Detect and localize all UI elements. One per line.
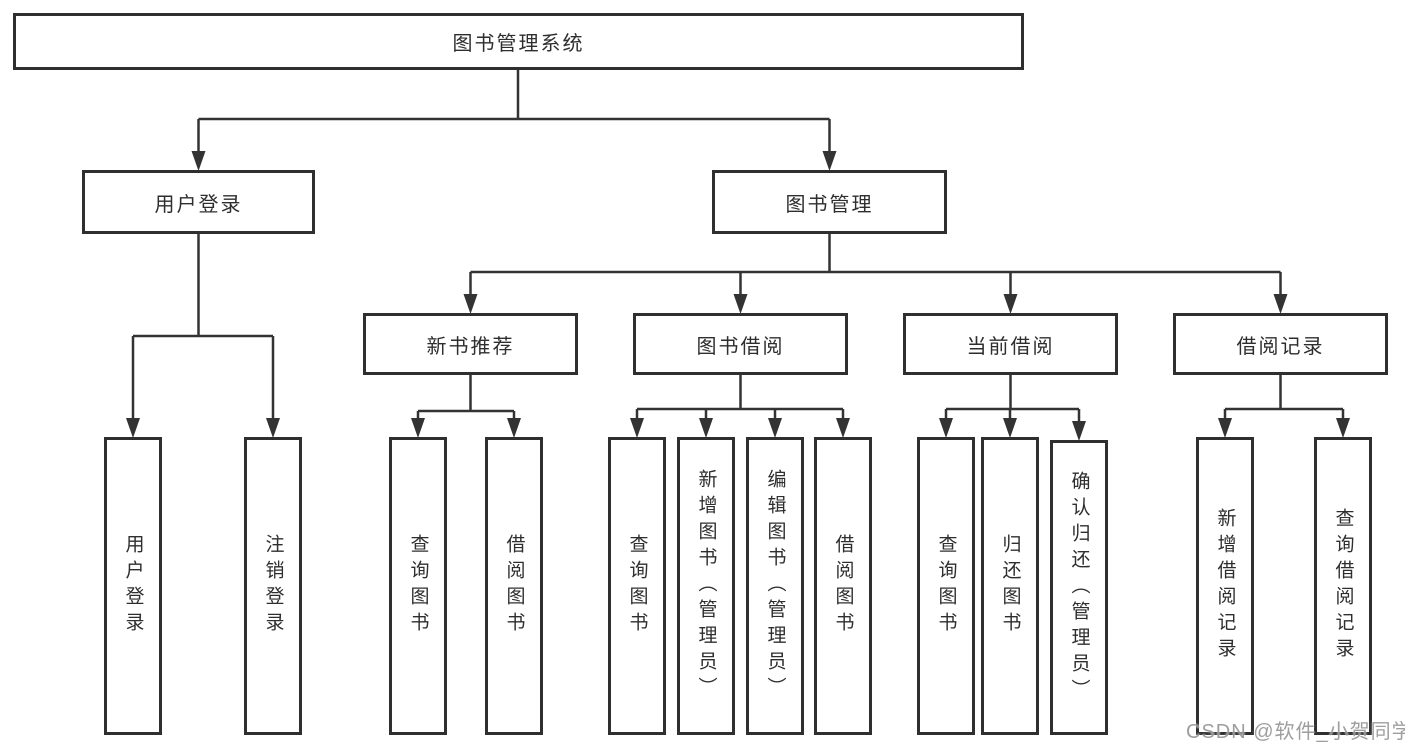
- node-new-book-recommend-label: 新书推荐: [426, 335, 515, 358]
- node-confirm-return-admin-label: 确认归还（管理员）: [1068, 470, 1090, 705]
- node-current-query-books: 查询图书: [917, 437, 975, 735]
- trunk-book-borrow: [637, 375, 843, 411]
- node-book-borrow: 图书借阅: [633, 313, 848, 375]
- csdn-watermark: CSDN @软件_小贺同学: [1186, 721, 1405, 743]
- trunk-borrow-records: [1225, 375, 1343, 411]
- node-return-books-label: 归还图书: [999, 534, 1021, 638]
- node-root-label: 图书管理系统: [452, 33, 585, 55]
- trunk-book-management: [470, 234, 1281, 274]
- node-login-action-label: 用户登录: [122, 534, 144, 638]
- node-recommend-borrow-books: 借阅图书: [485, 437, 543, 735]
- trunk-root: [198, 70, 830, 121]
- node-borrow-query-books-label: 查询图书: [626, 534, 648, 638]
- node-recommend-query-books: 查询图书: [389, 437, 447, 735]
- node-current-query-books-label: 查询图书: [935, 534, 957, 638]
- node-borrow-borrow-books-label: 借阅图书: [832, 534, 854, 638]
- node-add-books-admin-label: 新增图书（管理员）: [695, 469, 717, 703]
- node-book-management: 图书管理: [712, 170, 947, 234]
- node-borrow-records-label: 借阅记录: [1236, 335, 1325, 358]
- node-add-borrow-record: 新增借阅记录: [1196, 437, 1254, 735]
- node-user-login: 用户登录: [82, 170, 315, 234]
- node-edit-books-admin-label: 编辑图书（管理员）: [764, 469, 786, 703]
- node-current-borrow-label: 当前借阅: [966, 335, 1055, 358]
- node-add-borrow-record-label: 新增借阅记录: [1214, 508, 1236, 664]
- node-query-borrow-record-label: 查询借阅记录: [1332, 508, 1354, 664]
- trunk-new-book: [418, 375, 514, 413]
- node-logout-action-label: 注销登录: [262, 534, 284, 638]
- trunk-user-login: [133, 234, 273, 338]
- node-logout-action: 注销登录: [244, 437, 302, 735]
- node-current-borrow: 当前借阅: [903, 313, 1118, 375]
- node-return-books: 归还图书: [981, 437, 1039, 735]
- trunk-current-borrow: [946, 375, 1079, 411]
- arrowheads: [126, 119, 1350, 441]
- node-query-borrow-record: 查询借阅记录: [1314, 437, 1372, 735]
- node-root: 图书管理系统: [13, 13, 1024, 70]
- node-recommend-borrow-books-label: 借阅图书: [503, 534, 525, 638]
- node-borrow-records: 借阅记录: [1173, 313, 1388, 375]
- node-login-action: 用户登录: [104, 437, 162, 735]
- node-borrow-borrow-books: 借阅图书: [814, 437, 872, 735]
- node-borrow-query-books: 查询图书: [608, 437, 666, 735]
- node-book-management-label: 图书管理: [785, 193, 874, 216]
- node-book-borrow-label: 图书借阅: [696, 335, 785, 358]
- node-edit-books-admin: 编辑图书（管理员）: [746, 437, 804, 735]
- node-confirm-return-admin: 确认归还（管理员）: [1050, 440, 1108, 735]
- node-new-book-recommend: 新书推荐: [363, 313, 578, 375]
- node-add-books-admin: 新增图书（管理员）: [677, 437, 735, 735]
- node-user-login-label: 用户登录: [154, 193, 243, 216]
- node-recommend-query-books-label: 查询图书: [407, 534, 429, 638]
